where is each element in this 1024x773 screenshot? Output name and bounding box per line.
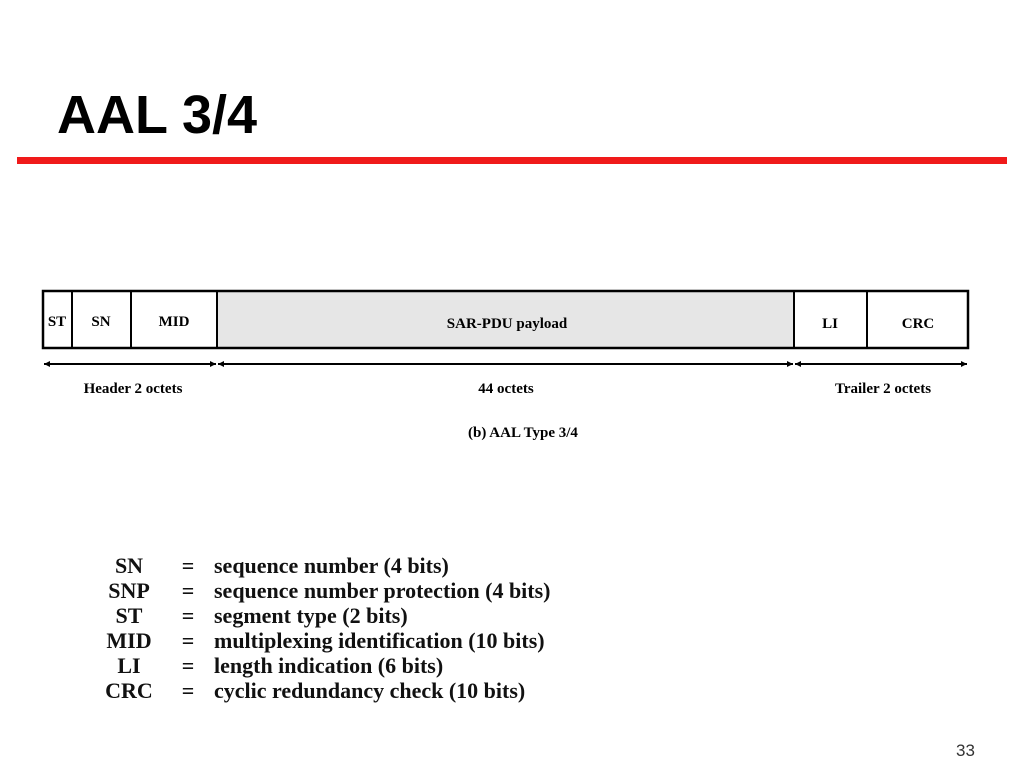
legend-equals: =	[181, 578, 195, 603]
legend-meaning: cyclic redundancy check (10 bits)	[214, 678, 526, 703]
slide-title: AAL 3/4	[57, 85, 258, 145]
legend-abbr: SNP	[108, 578, 150, 603]
legend-abbr: MID	[106, 628, 152, 653]
payload-size-label: 44 octets	[478, 381, 534, 397]
legend-meaning: segment type (2 bits)	[214, 603, 408, 628]
legend-row: LI = length indication (6 bits)	[96, 653, 551, 678]
legend-equals: =	[181, 653, 195, 678]
diagram-caption: (b) AAL Type 3/4	[468, 425, 578, 441]
title-underline	[17, 157, 1007, 164]
legend-row: ST = segment type (2 bits)	[96, 603, 551, 628]
field-label-sn: SN	[91, 314, 110, 330]
legend-meaning: sequence number protection (4 bits)	[214, 578, 551, 603]
header-size-label: Header 2 octets	[84, 381, 183, 397]
field-label-st: ST	[48, 314, 66, 330]
field-label-crc: CRC	[902, 316, 935, 332]
pdu-frame	[41, 289, 970, 350]
field-label-mid: MID	[159, 314, 190, 330]
legend-meaning: sequence number (4 bits)	[214, 553, 449, 578]
legend-abbr: ST	[115, 603, 143, 628]
legend-abbr: CRC	[105, 678, 153, 703]
field-label-li: LI	[822, 316, 838, 332]
legend-equals: =	[181, 628, 195, 653]
legend-row: MID = multiplexing identification (10 bi…	[96, 628, 551, 653]
trailer-size-label: Trailer 2 octets	[835, 381, 931, 397]
legend-equals: =	[181, 553, 195, 578]
legend-row: CRC = cyclic redundancy check (10 bits)	[96, 678, 551, 703]
payload-shading	[217, 292, 794, 347]
legend-abbr: SN	[114, 553, 144, 578]
field-label-payload: SAR-PDU payload	[447, 316, 568, 332]
legend-meaning: multiplexing identification (10 bits)	[214, 628, 545, 653]
legend-equals: =	[181, 603, 195, 628]
legend-abbr: LI	[117, 653, 141, 678]
abbreviation-legend: SN = sequence number (4 bits) SNP = sequ…	[96, 553, 551, 703]
legend-meaning: length indication (6 bits)	[214, 653, 444, 678]
legend-row: SN = sequence number (4 bits)	[96, 553, 551, 578]
legend-equals: =	[181, 678, 195, 703]
page-number: 33	[956, 741, 975, 760]
legend-row: SNP = sequence number protection (4 bits…	[96, 578, 551, 603]
